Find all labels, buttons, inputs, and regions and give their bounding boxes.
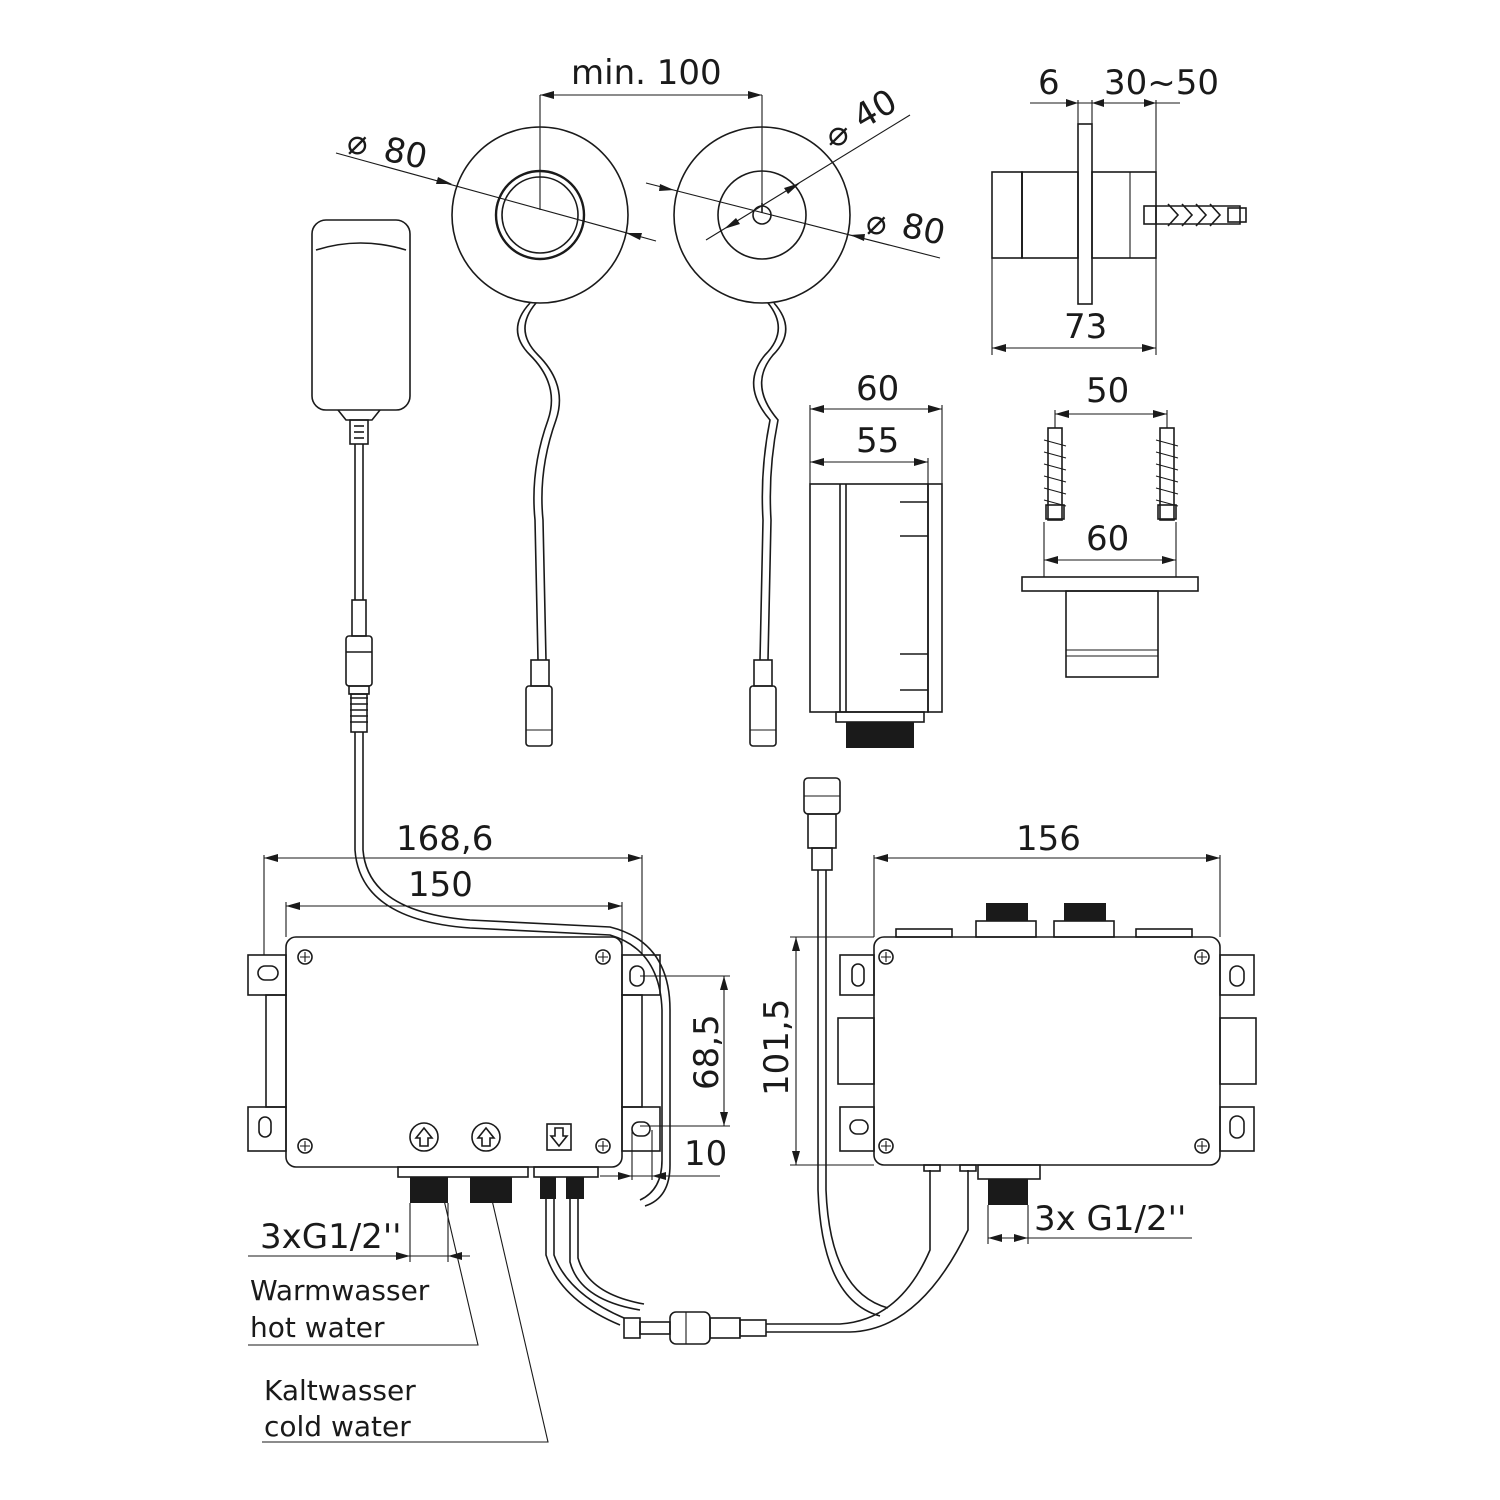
control-box-left — [247, 854, 730, 1262]
dim-depth-55: 55 — [856, 421, 899, 461]
dim-diam-80-left: 80 — [380, 130, 431, 178]
diameter-symbol-2: ⌀ — [828, 114, 848, 154]
dim-wall-30-50: 30~50 — [1104, 63, 1219, 103]
cold-water-leader — [262, 1199, 549, 1443]
label-hot-en: hot water — [250, 1311, 385, 1344]
dim-body-73: 73 — [1064, 307, 1107, 347]
rosette-dimensions — [335, 91, 941, 259]
dim-wall-6: 6 — [1038, 63, 1060, 103]
label-thread-right: 3x G1/2'' — [1034, 1199, 1186, 1239]
dim-box-156: 156 — [1016, 819, 1081, 859]
sensor-rosette-right — [673, 126, 851, 747]
mounting-anchors — [1021, 410, 1199, 678]
dim-box-168-6: 168,6 — [396, 819, 493, 859]
control-box-right — [790, 854, 1257, 1244]
dim-box-10: 10 — [684, 1134, 727, 1174]
label-cold-de: Kaltwasser — [264, 1374, 416, 1407]
power-adapter — [311, 219, 411, 733]
dim-box-101-5: 101,5 — [757, 999, 797, 1096]
dim-anchor-50: 50 — [1086, 371, 1129, 411]
dim-depth-60: 60 — [856, 369, 899, 409]
interconnect-cables — [545, 777, 969, 1345]
dim-diam-40: 40 — [847, 82, 904, 138]
label-hot-de: Warmwasser — [250, 1274, 430, 1307]
diameter-symbol-1: ⌀ — [347, 123, 367, 163]
dim-min-spacing: min. 100 — [571, 53, 722, 93]
label-thread-left: 3xG1/2'' — [260, 1217, 402, 1257]
dim-box-150: 150 — [408, 865, 473, 905]
diameter-symbol-3: ⌀ — [866, 203, 886, 243]
dim-diam-80-right: 80 — [898, 206, 949, 254]
power-cable — [354, 732, 663, 1201]
side-view-sensor — [991, 99, 1247, 355]
label-cold-en: cold water — [264, 1410, 411, 1443]
hot-water-leader — [248, 1199, 479, 1346]
sensor-rosette-left — [451, 126, 629, 747]
dim-flange-60: 60 — [1086, 519, 1129, 559]
module-side-view — [809, 405, 943, 748]
dim-box-68-5: 68,5 — [687, 1014, 727, 1090]
